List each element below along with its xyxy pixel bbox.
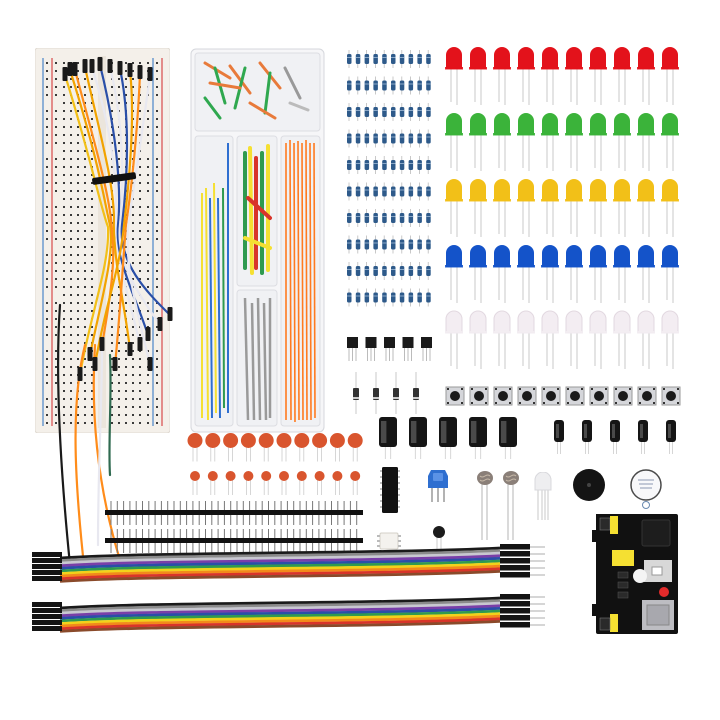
wire-kit-box: [190, 48, 325, 433]
dupont-ribbon-cables: [30, 540, 550, 645]
tactile-buttons-row: [443, 385, 688, 409]
transistors-row: [343, 335, 438, 365]
resistors-grid: [343, 48, 435, 318]
optocoupler: [377, 530, 401, 552]
ic-chip: [378, 465, 402, 515]
electrolytic-capacitors-small: [550, 418, 685, 463]
electrolytic-capacitors-large: [375, 415, 525, 465]
thermistor: [432, 525, 446, 553]
rgb-led: [533, 472, 553, 522]
ceramic-capacitors-large: [185, 432, 365, 472]
power-supply-module: [592, 512, 680, 636]
pin-headers: [105, 500, 363, 558]
photoresistors: [475, 470, 525, 542]
active-buzzer: [628, 468, 664, 510]
passive-buzzer: [572, 468, 606, 502]
jumper-wire-bundle: [30, 45, 190, 605]
diodes-row: [345, 372, 435, 417]
ceramic-capacitors-small: [185, 470, 365, 502]
led-grid: [440, 45, 685, 375]
trimmer-potentiometer: [425, 468, 451, 504]
